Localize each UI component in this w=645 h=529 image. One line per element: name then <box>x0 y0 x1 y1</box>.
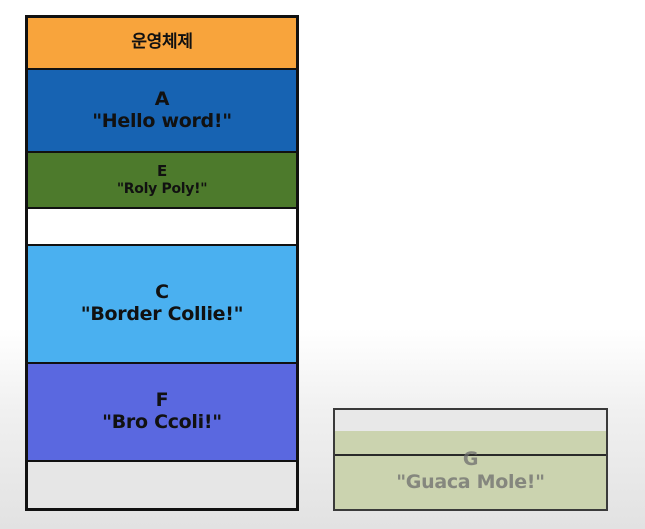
os-block: 운영체제 <box>28 18 296 68</box>
process-block-a: A "Hello word!" <box>28 70 296 151</box>
process-f-id: F <box>155 389 169 412</box>
pending-block-body <box>335 431 606 509</box>
free-space-block <box>28 209 296 244</box>
process-c-text: "Border Collie!" <box>80 303 244 325</box>
process-a-text: "Hello word!" <box>92 109 232 132</box>
pending-block-divider <box>335 454 606 456</box>
pending-block-header <box>335 410 606 431</box>
process-e-id: E <box>157 162 167 181</box>
pending-block-label: G "Guaca Mole!" <box>335 448 606 494</box>
process-a-id: A <box>154 87 170 110</box>
free-space-block-bottom <box>28 462 296 508</box>
process-block-e: E "Roly Poly!" <box>28 153 296 207</box>
process-c-id: C <box>155 281 169 304</box>
process-e-text: "Roly Poly!" <box>116 180 208 197</box>
memory-stack: 운영체제 A "Hello word!" E "Roly Poly!" C "B… <box>25 15 299 511</box>
process-g-text: "Guaca Mole!" <box>396 470 545 493</box>
os-label: 운영체제 <box>131 32 193 53</box>
process-g-id: G <box>462 448 479 470</box>
process-block-f: F "Bro Ccoli!" <box>28 364 296 460</box>
process-f-text: "Bro Ccoli!" <box>102 411 222 433</box>
process-block-c: C "Border Collie!" <box>28 246 296 362</box>
pending-process-block-g: G "Guaca Mole!" <box>333 408 608 511</box>
